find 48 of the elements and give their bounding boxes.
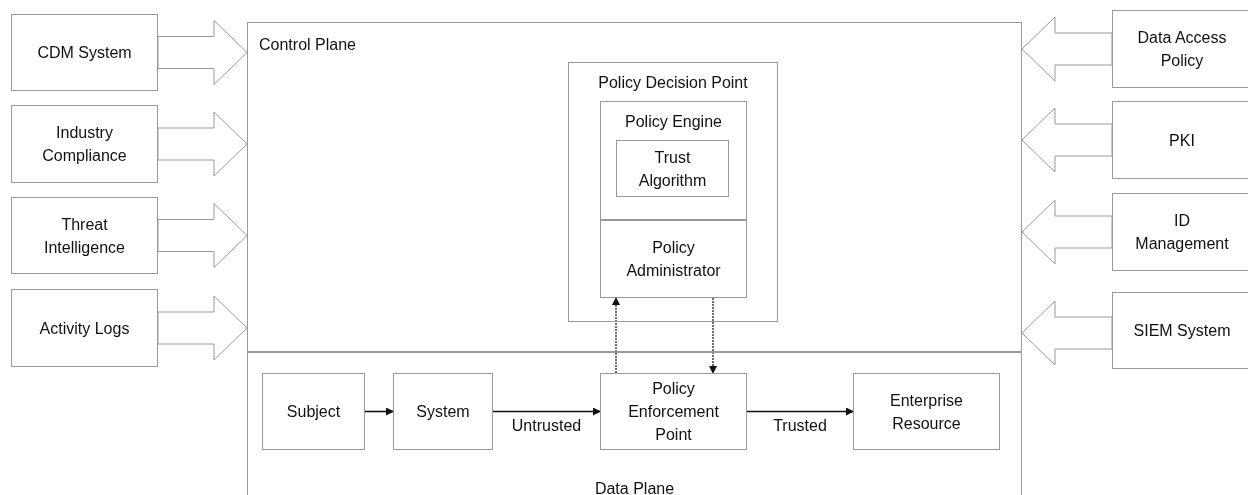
box-label: Data Plane <box>594 479 675 495</box>
plane-region <box>247 22 1022 352</box>
box-label: Data Access Policy <box>1136 28 1228 71</box>
box-label: Subject <box>286 402 341 422</box>
box-label: Industry Compliance <box>41 123 128 166</box>
process-box <box>11 289 158 367</box>
process-box <box>262 373 365 450</box>
box-label: Activity Logs <box>39 318 130 339</box>
arrow <box>492 407 601 416</box>
block-arrow <box>157 20 248 85</box>
box-label: CDM System <box>37 43 132 63</box>
box-label: SIEM System <box>1133 321 1231 341</box>
process-box <box>11 197 158 274</box>
block-arrow <box>1021 16 1113 82</box>
block-arrow <box>1021 199 1113 265</box>
box-label: Policy Engine <box>625 112 722 132</box>
arrow <box>364 407 394 416</box>
box-label: System <box>416 402 470 422</box>
block-arrow <box>157 203 248 268</box>
process-box <box>1112 101 1248 179</box>
process-box <box>616 140 729 197</box>
arrow <box>709 297 717 374</box>
process-box <box>11 14 158 91</box>
box-label: Threat Intelligence <box>43 214 126 258</box>
block-arrow <box>1021 107 1113 173</box>
block-arrow <box>1021 300 1113 366</box>
box-label: Control Plane <box>259 35 356 55</box>
process-box <box>1112 292 1248 369</box>
box-label: Policy Decision Point <box>598 73 748 93</box>
box-label: Policy Enforcement Point <box>627 379 720 445</box>
box-label: ID Management <box>1134 211 1230 254</box>
box-label: PKI <box>1169 130 1195 151</box>
process-box <box>1112 10 1248 88</box>
process-box <box>600 373 747 450</box>
process-box <box>853 373 1000 450</box>
group-box <box>568 62 778 322</box>
process-box <box>393 373 493 450</box>
process-box <box>1112 193 1248 271</box>
box-label: Policy Administrator <box>625 238 722 281</box>
block-arrow <box>157 295 248 361</box>
box-label: Enterprise Resource <box>889 390 964 434</box>
block-arrow <box>157 111 248 177</box>
process-box <box>11 105 158 183</box>
group-box <box>600 101 747 220</box>
box-label: Trust Algorithm <box>637 147 708 191</box>
arrow <box>612 297 620 374</box>
arrow <box>746 407 854 416</box>
process-box <box>600 220 747 298</box>
